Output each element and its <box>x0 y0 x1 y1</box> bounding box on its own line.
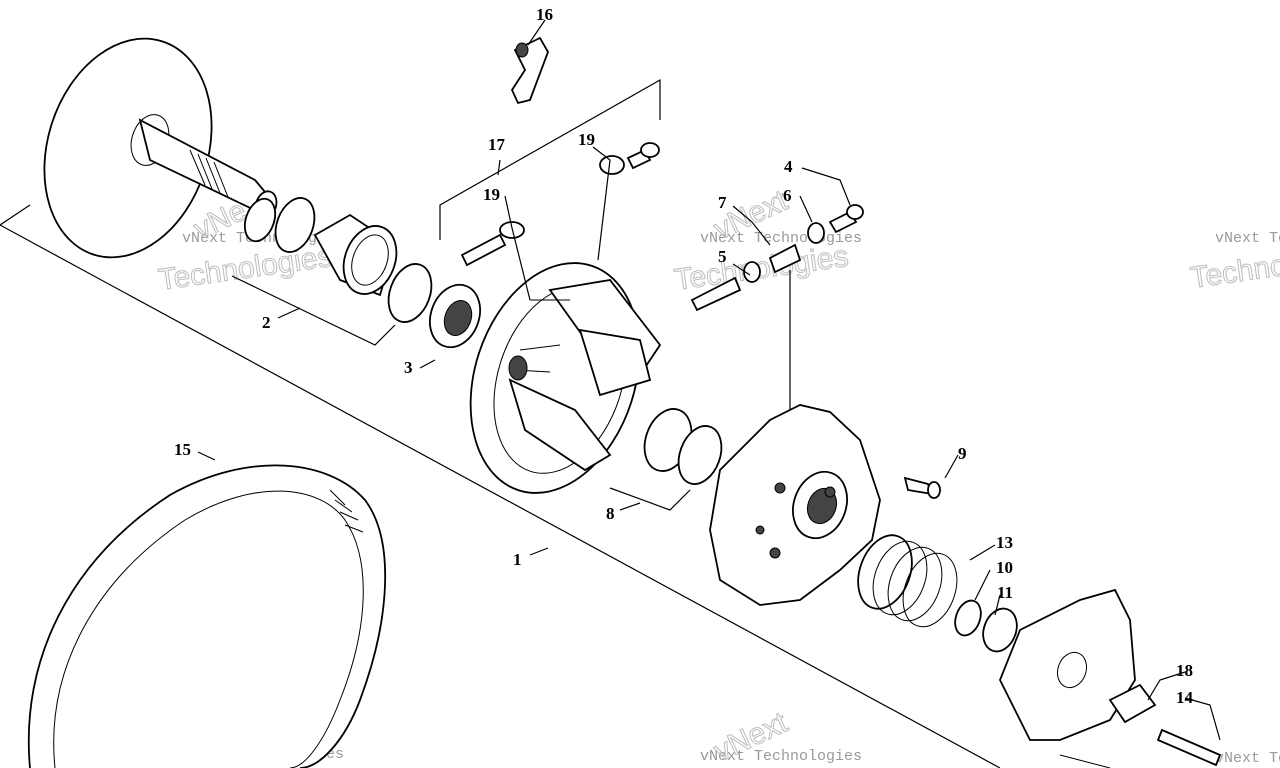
callout-label: 4 <box>784 157 793 176</box>
callout-label: 18 <box>1176 661 1193 680</box>
bushing-pair <box>643 408 723 485</box>
callout-label: 5 <box>718 247 727 266</box>
moveable-sheave <box>469 262 662 494</box>
seal-bearing <box>429 283 481 349</box>
watermark-text: Technologies <box>156 240 334 297</box>
callout-labels: 16 17 19 19 4 6 7 5 2 3 8 9 13 10 11 15 … <box>174 5 1194 707</box>
retaining-ring <box>954 599 982 637</box>
bushing-17 <box>1108 683 1157 724</box>
o-ring <box>274 197 316 253</box>
watermark-text: Technologies <box>672 240 850 297</box>
callout-label: 3 <box>404 358 413 377</box>
bolt-thread <box>1059 754 1111 768</box>
cam-arm-bore <box>515 42 529 58</box>
cover-housing <box>709 404 881 606</box>
callout-label: 1 <box>513 550 522 569</box>
bolt-and-washer <box>807 204 864 244</box>
callout-label: 19 <box>578 130 595 149</box>
callout-label: 2 <box>262 313 271 332</box>
bushing-sleeve <box>313 213 398 297</box>
bolt-16 <box>1156 728 1222 767</box>
callout-label: 19 <box>483 185 500 204</box>
callout-label: 10 <box>996 558 1013 577</box>
assembly-bracket-line <box>0 204 1001 768</box>
watermark-text: vNext Technologies <box>1215 750 1280 767</box>
callout-label: 17 <box>488 135 506 154</box>
pin-and-washer <box>460 221 525 267</box>
pin-roller-bushing <box>690 243 802 312</box>
leader-lines <box>197 19 1221 741</box>
callout-label: 14 <box>1176 688 1194 707</box>
callout-label: 13 <box>996 533 1013 552</box>
o-ring <box>243 197 277 243</box>
drive-belt <box>27 464 387 768</box>
cap-screw-head <box>927 481 941 499</box>
compression-spring <box>857 534 958 628</box>
spider-end-plate <box>999 588 1136 741</box>
bolt-and-washer <box>599 142 660 175</box>
retaining-ring <box>982 607 1018 653</box>
snap-ring <box>387 263 433 323</box>
callout-label: 15 <box>174 440 191 459</box>
watermark-text: vNext Technologies <box>700 748 862 765</box>
watermark-text: vNext Technologies <box>1215 230 1280 247</box>
callout-label: 16 <box>536 5 553 24</box>
callout-label: 7 <box>718 193 727 212</box>
callout-label: 9 <box>958 444 967 463</box>
callout-label: 11 <box>997 583 1013 602</box>
callout-label: 6 <box>783 186 792 205</box>
callout-label: 8 <box>606 504 615 523</box>
